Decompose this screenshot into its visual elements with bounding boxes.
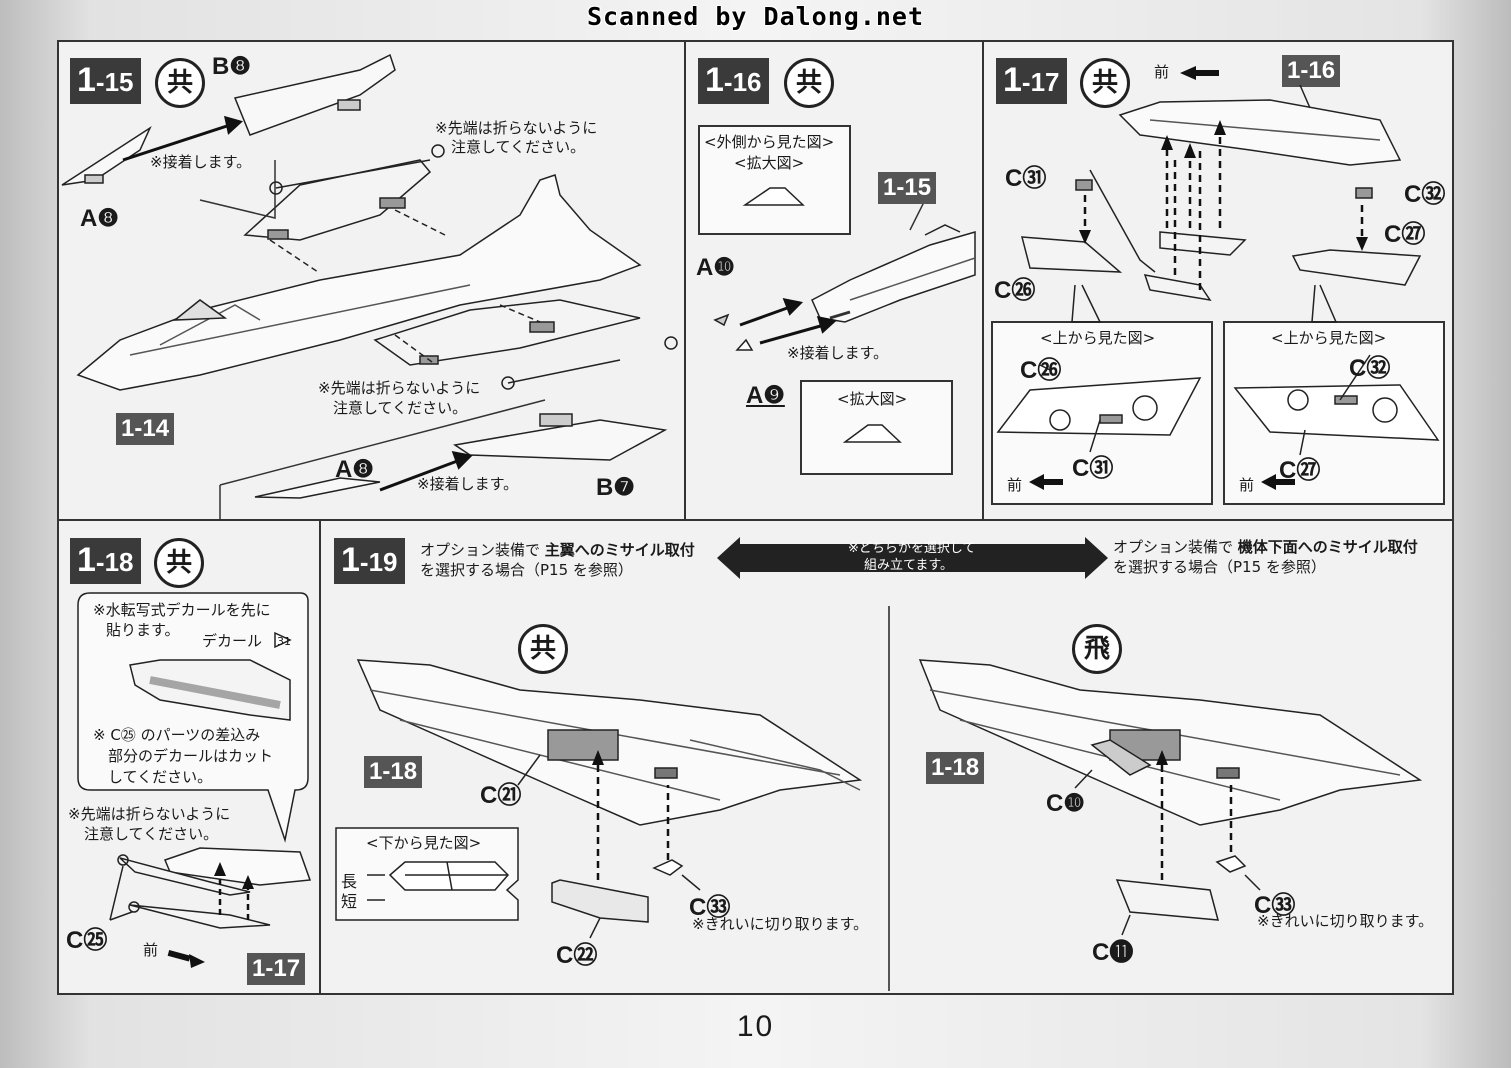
part-label-a8: A❽ (80, 205, 119, 232)
common-mark-icon: 共 (155, 58, 205, 108)
front-label: 前 (1154, 63, 1170, 81)
tip-warning-note: ※先端は折らないように (435, 119, 598, 137)
box-title: <拡大図> (734, 154, 805, 172)
outer-view-box (698, 125, 851, 235)
glue-note: ※接着します。 (417, 475, 519, 493)
step-badge-1-18: 1-18 (70, 538, 141, 584)
option-note-left: オプション装備で 主翼へのミサイル取付 (420, 541, 695, 559)
part-label-c31: C㉛ (1072, 455, 1114, 482)
part-label-c25: C㉕ (66, 927, 108, 954)
part-label-c22: C㉒ (556, 942, 598, 969)
common-mark-icon: 共 (518, 624, 568, 674)
option-note-right: オプション装備で 機体下面へのミサイル取付 (1113, 538, 1418, 556)
part-label-c32: C㉜ (1349, 355, 1391, 382)
divider (57, 519, 1454, 521)
front-label: 前 (143, 941, 159, 959)
decal-label: デカール (202, 632, 263, 650)
part-label-c31: C㉛ (1005, 165, 1047, 192)
decal-number: 31 (277, 635, 291, 648)
cut-note: ※きれいに切り取ります。 (692, 915, 869, 933)
ref-badge-1-17: 1-17 (247, 953, 306, 985)
tip-warning-note: 注意してください。 (84, 825, 219, 843)
long-label: 長 (341, 872, 358, 891)
decal-note: してください。 (108, 768, 213, 786)
tip-warning-note: 注意してください。 (451, 138, 586, 156)
ref-badge-1-18: 1-18 (926, 752, 985, 784)
divider (684, 42, 686, 520)
divider (982, 42, 984, 520)
part-label-a9: A❾ (746, 382, 785, 409)
part-label-b7: B❼ (596, 474, 635, 501)
part-label-b8: B❽ (212, 53, 251, 80)
part-label-a8: A❽ (335, 456, 374, 483)
flight-mark-icon: 飛 (1072, 624, 1122, 674)
part-label-c33: C㉝ (1254, 892, 1296, 919)
part-label-c10: C❿ (1046, 790, 1085, 817)
front-label: 前 (1007, 476, 1023, 494)
glue-note: ※接着します。 (150, 153, 252, 171)
tip-warning-note: 注意してください。 (333, 399, 468, 417)
divider (888, 606, 890, 991)
glue-note: ※接着します。 (787, 344, 889, 362)
part-label-c26: C㉖ (994, 277, 1036, 304)
cut-note: ※きれいに切り取ります。 (1257, 912, 1434, 930)
box-title: <上から見た図> (1271, 329, 1387, 347)
step-badge-1-15: 1-15 (70, 58, 141, 104)
decal-note: 貼ります。 (106, 621, 180, 639)
step-badge-1-19: 1-19 (334, 538, 405, 584)
option-note-left: を選択する場合（P15 を参照） (420, 561, 633, 579)
divider (319, 519, 321, 995)
decal-note: ※ C㉕ のパーツの差込み (93, 726, 261, 744)
ref-badge-1-18: 1-18 (364, 756, 423, 788)
part-label-c33: C㉝ (689, 894, 731, 921)
front-label: 前 (1239, 476, 1255, 494)
box-title: <外側から見た図> (704, 133, 835, 151)
ref-badge-1-16: 1-16 (1282, 55, 1341, 87)
part-label-c11: C⓫ (1092, 939, 1134, 966)
option-note-right: を選択する場合（P15 を参照） (1113, 558, 1326, 576)
part-label-c27: C㉗ (1384, 221, 1426, 248)
scan-watermark: Scanned by Dalong.net (586, 2, 925, 31)
ref-badge-1-14: 1-14 (116, 413, 175, 445)
box-title: <拡大図> (837, 390, 908, 408)
decal-note: 部分のデカールはカット (108, 747, 274, 765)
choose-note: 組み立てます。 (864, 558, 954, 573)
common-mark-icon: 共 (154, 538, 204, 588)
part-label-c21: C㉑ (480, 782, 522, 809)
short-label: 短 (341, 892, 358, 911)
step-badge-1-16: 1-16 (698, 58, 769, 104)
choose-note: ※どちらかを選択して (848, 541, 976, 556)
part-label-c32: C㉜ (1404, 181, 1446, 208)
common-mark-icon: 共 (1080, 58, 1130, 108)
decal-note: ※水転写式デカールを先に (93, 601, 271, 619)
step-badge-1-17: 1-17 (996, 58, 1067, 104)
part-label-a10: A❿ (696, 254, 735, 281)
part-label-c27: C㉗ (1279, 457, 1321, 484)
tip-warning-note: ※先端は折らないように (318, 379, 481, 397)
common-mark-icon: 共 (784, 58, 834, 108)
box-title: <上から見た図> (1040, 329, 1156, 347)
page-number: 10 (736, 1010, 775, 1043)
part-label-c26: C㉖ (1020, 357, 1062, 384)
box-title: <下から見た図> (366, 834, 482, 852)
tip-warning-note: ※先端は折らないように (68, 805, 231, 823)
ref-badge-1-15: 1-15 (878, 172, 937, 204)
